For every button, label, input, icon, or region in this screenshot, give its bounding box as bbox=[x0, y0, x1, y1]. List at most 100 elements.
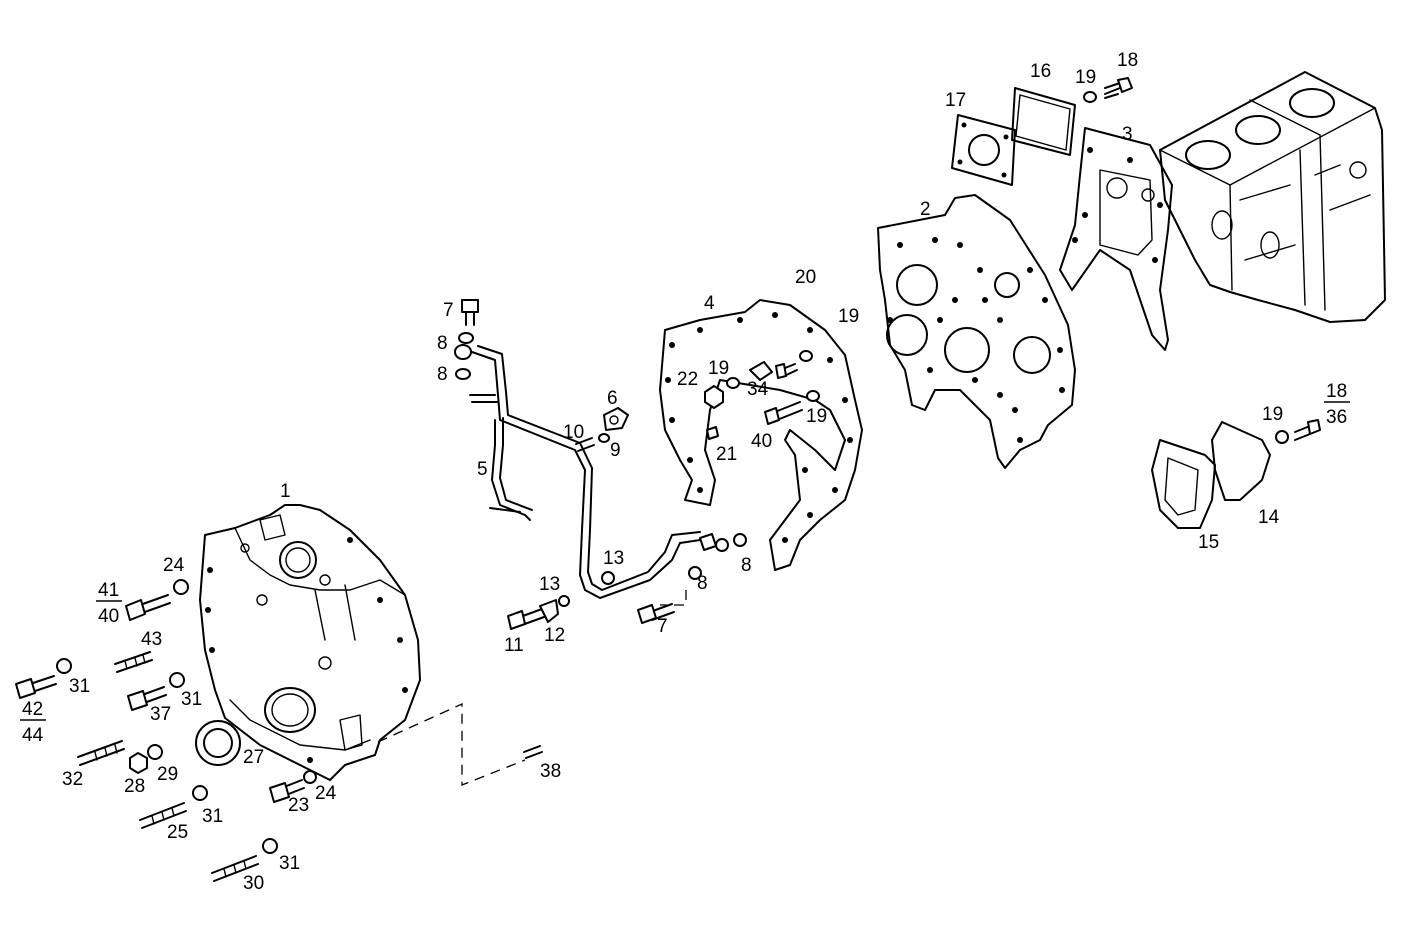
label-24-b: 24 bbox=[315, 783, 337, 804]
part-24-washer-b bbox=[303, 770, 317, 784]
part-18-bolt-top bbox=[1104, 77, 1133, 99]
part-28-nut bbox=[129, 752, 148, 774]
label-31-c: 31 bbox=[202, 806, 223, 827]
dashed-leader-7 bbox=[660, 590, 687, 606]
label-14: 14 bbox=[1258, 507, 1280, 528]
part-14-cover bbox=[1211, 421, 1271, 501]
part-25-stud bbox=[139, 802, 187, 829]
part-11-bolt bbox=[507, 608, 545, 630]
label-11: 11 bbox=[504, 635, 524, 656]
part-29-washer bbox=[147, 744, 163, 760]
label-9: 9 bbox=[610, 440, 621, 461]
label-21: 21 bbox=[716, 444, 737, 465]
part-7-bolt-low bbox=[637, 603, 675, 624]
fraction-42-44: 42 44 bbox=[20, 699, 46, 746]
part-31-washer-d bbox=[262, 838, 278, 854]
label-22: 22 bbox=[677, 369, 698, 390]
part-19-washer-a bbox=[726, 377, 740, 389]
label-2: 2 bbox=[920, 199, 931, 220]
fraction-42-44-bottom: 44 bbox=[22, 725, 44, 746]
label-19-b: 19 bbox=[838, 306, 859, 327]
part-19-washer-b bbox=[799, 350, 813, 362]
label-8-a: 8 bbox=[437, 333, 448, 354]
label-15: 15 bbox=[1198, 532, 1219, 553]
part-19-washer-top bbox=[1083, 91, 1097, 103]
part-13-washer-a bbox=[558, 595, 570, 607]
part-38-pin bbox=[523, 745, 543, 759]
part-24-washer-a bbox=[173, 579, 189, 595]
part-13-washer-b bbox=[601, 571, 615, 585]
label-12: 12 bbox=[544, 625, 565, 646]
dashed-leader-38 bbox=[377, 702, 526, 786]
label-3: 3 bbox=[1122, 124, 1133, 145]
part-17-gasket bbox=[951, 114, 1016, 186]
label-25: 25 bbox=[167, 822, 188, 843]
part-12-bracket bbox=[539, 599, 559, 623]
part-3-gasket bbox=[1059, 127, 1173, 351]
part-18-36-bolt-right bbox=[1294, 419, 1321, 441]
part-4-gasket bbox=[659, 299, 863, 571]
part-31-washer-a bbox=[56, 658, 72, 674]
label-31-d: 31 bbox=[279, 853, 300, 874]
part-8-washer-b bbox=[455, 368, 471, 380]
label-7-bottom: 7 bbox=[657, 616, 668, 637]
part-27-seal bbox=[195, 720, 241, 766]
label-17: 17 bbox=[945, 90, 966, 111]
label-13-a: 13 bbox=[539, 574, 560, 595]
label-28: 28 bbox=[124, 776, 145, 797]
callout-labels: 1 2 3 4 5 6 7 7 8 8 8 8 9 10 11 12 13 13… bbox=[62, 50, 1283, 894]
part-19-washer-c bbox=[806, 390, 820, 402]
label-31-b: 31 bbox=[181, 689, 202, 710]
part-22-nut bbox=[704, 385, 724, 409]
part-8-fitting-c bbox=[699, 533, 717, 551]
fraction-41-40-top: 41 bbox=[98, 580, 119, 601]
fraction-41-40: 41 40 bbox=[96, 580, 122, 627]
part-9-washer bbox=[598, 433, 610, 443]
label-24-a: 24 bbox=[163, 555, 185, 576]
part-15-gasket bbox=[1151, 439, 1216, 529]
fraction-41-40-bottom: 40 bbox=[98, 606, 119, 627]
label-13-b: 13 bbox=[603, 548, 624, 569]
part-31-washer-c bbox=[192, 785, 208, 801]
label-8-d: 8 bbox=[741, 555, 752, 576]
label-31-a: 31 bbox=[69, 676, 90, 697]
part-30-stud bbox=[211, 855, 259, 882]
label-43: 43 bbox=[141, 629, 162, 650]
part-8-washer-d bbox=[715, 533, 747, 552]
part-42-44-bolt bbox=[15, 675, 57, 699]
part-20-bolt bbox=[775, 363, 798, 379]
part-16-cover bbox=[1011, 87, 1076, 156]
label-32: 32 bbox=[62, 769, 83, 790]
part-43-stud bbox=[114, 651, 153, 673]
part-34-fitting bbox=[749, 361, 773, 381]
label-8-b: 8 bbox=[437, 364, 448, 385]
fraction-42-44-top: 42 bbox=[22, 699, 43, 720]
label-19-a: 19 bbox=[708, 358, 729, 379]
label-29: 29 bbox=[157, 764, 178, 785]
label-19-top: 19 bbox=[1075, 67, 1096, 88]
part-40-bolt bbox=[764, 401, 803, 425]
part-19-washer-right bbox=[1275, 430, 1289, 444]
part-10-screw bbox=[575, 437, 595, 452]
label-18: 18 bbox=[1117, 50, 1138, 71]
fraction-18-36-bottom: 36 bbox=[1326, 407, 1347, 428]
label-6: 6 bbox=[607, 388, 618, 409]
label-38: 38 bbox=[540, 761, 561, 782]
label-1: 1 bbox=[280, 481, 291, 502]
fraction-18-36: 18 36 bbox=[1324, 381, 1350, 428]
label-30: 30 bbox=[243, 873, 264, 894]
label-20: 20 bbox=[795, 267, 816, 288]
part-23-bolt bbox=[269, 779, 305, 803]
part-31-washer-b bbox=[169, 672, 185, 688]
label-34: 34 bbox=[747, 379, 769, 400]
part-37-bolt bbox=[127, 686, 167, 711]
part-8-washer-a bbox=[458, 332, 474, 344]
engine-block bbox=[1159, 71, 1386, 323]
label-23: 23 bbox=[288, 795, 309, 816]
label-37: 37 bbox=[150, 704, 171, 725]
part-2-plate bbox=[877, 194, 1076, 469]
label-4: 4 bbox=[704, 293, 715, 314]
label-16: 16 bbox=[1030, 61, 1051, 82]
